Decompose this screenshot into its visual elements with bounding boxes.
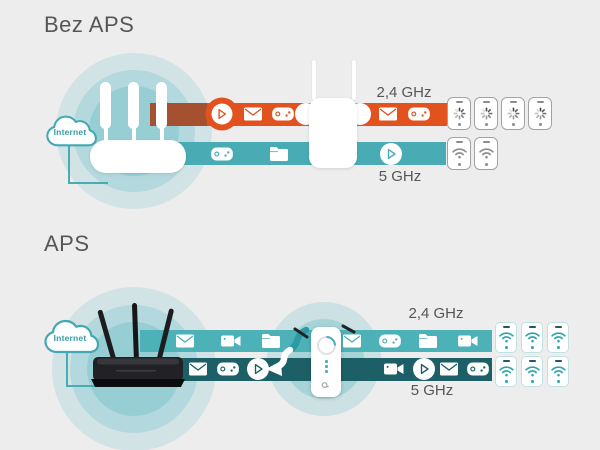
internet-connector-line: [68, 182, 108, 184]
internet-connector-line: [66, 350, 68, 387]
loading-spinner-icon: [533, 106, 547, 120]
section-title-no-aps: Bez APS: [44, 12, 135, 37]
loading-spinner-icon: [452, 106, 466, 120]
phone-speaker: [528, 326, 536, 328]
label-2-4ghz-no-aps: 2,4 GHz: [376, 84, 432, 101]
phone-speaker: [482, 101, 490, 103]
phone-speaker: [482, 141, 490, 143]
phone-home-button: [484, 163, 488, 166]
internet-connector-line: [66, 385, 108, 387]
wifi-signal-icon: [524, 365, 540, 377]
phone-speaker: [455, 101, 463, 103]
wifi-signal-icon: [498, 331, 514, 343]
wifi-signal-icon: [550, 365, 566, 377]
range-extender-aps: [293, 317, 357, 403]
tp-link-logo: [321, 381, 330, 390]
smartphone: [547, 356, 569, 387]
smartphone: [474, 137, 498, 170]
wifi-signal-icon: [451, 147, 467, 159]
wifi-signal-icon: [498, 365, 514, 377]
wifi-signal-icon: [550, 331, 566, 343]
phone-home-button: [530, 346, 534, 349]
range-extender: [308, 60, 360, 170]
wifi-signal-icon: [524, 331, 540, 343]
internet-cloud: Internet: [40, 316, 100, 356]
extender-antenna: [293, 324, 356, 339]
loading-spinner-icon: [506, 106, 520, 120]
status-led: [325, 370, 328, 373]
smartphone: [521, 356, 543, 387]
status-led: [325, 360, 328, 363]
router-white: [90, 82, 188, 174]
extender-antenna: [312, 60, 316, 100]
section-title-aps: APS: [44, 231, 90, 256]
phone-speaker: [536, 101, 544, 103]
phone-home-button: [556, 380, 560, 383]
router-antenna: [159, 127, 164, 143]
phone-speaker: [502, 326, 510, 328]
router-antenna: [100, 82, 111, 129]
router-antenna: [128, 82, 139, 129]
phone-speaker: [528, 360, 536, 362]
router-black: [88, 300, 188, 392]
phone-home-button: [504, 380, 508, 383]
phone-speaker: [502, 360, 510, 362]
extender-antenna: [352, 60, 356, 100]
extender-body: [309, 98, 357, 168]
phone-home-button: [457, 163, 461, 166]
phone-speaker: [455, 141, 463, 143]
smartphone: [528, 97, 552, 130]
smartphone: [495, 322, 517, 353]
internet-connector-line: [68, 146, 70, 184]
smartphone: [474, 97, 498, 130]
router-antenna: [103, 127, 108, 143]
smartphone: [521, 322, 543, 353]
phone-speaker: [509, 101, 517, 103]
phone-home-button: [484, 123, 488, 126]
internet-label: Internet: [53, 127, 87, 137]
phone-home-button: [538, 123, 542, 126]
phone-home-button: [504, 346, 508, 349]
phone-home-button: [511, 123, 515, 126]
phone-home-button: [556, 346, 560, 349]
band-steering-arrow: [260, 326, 312, 387]
label-5ghz-aps: 5 GHz: [410, 382, 454, 399]
label-5ghz-no-aps: 5 GHz: [378, 168, 422, 185]
smartphone: [547, 322, 569, 353]
wifi-signal-icon: [478, 147, 494, 159]
smartphone: [501, 97, 525, 130]
smartphone: [447, 97, 471, 130]
loading-spinner-icon: [479, 106, 493, 120]
label-2-4ghz-aps: 2,4 GHz: [408, 305, 464, 322]
router-antenna: [156, 82, 167, 129]
cloud-icon: [46, 115, 97, 147]
internet-cloud: Internet: [42, 112, 98, 149]
phone-home-button: [457, 123, 461, 126]
curved-arrow-icon: [266, 326, 310, 376]
router-antenna: [131, 127, 136, 143]
band-5ghz-no-aps: [150, 142, 446, 165]
phone-speaker: [554, 360, 562, 362]
wps-button: [317, 336, 336, 355]
router-body: [90, 140, 186, 173]
smartphone: [447, 137, 471, 170]
phone-home-button: [530, 380, 534, 383]
internet-label: Internet: [53, 333, 87, 343]
smartphone: [495, 356, 517, 387]
router-black-graphic: [91, 303, 185, 387]
cloud-icon: [44, 319, 100, 354]
phone-speaker: [554, 326, 562, 328]
status-led: [325, 365, 328, 368]
